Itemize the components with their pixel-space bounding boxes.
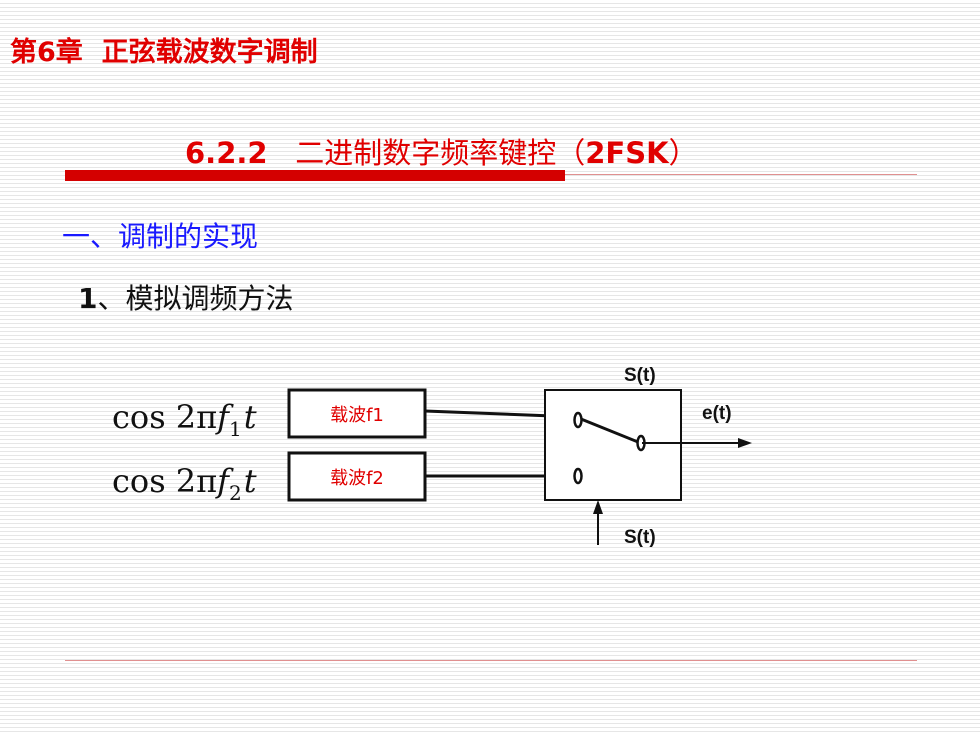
carrier-2-label: 载波f2	[330, 468, 384, 489]
heading-modulation-implementation: 一、调制的实现	[62, 220, 259, 253]
output-arrowhead	[738, 438, 752, 448]
chapter-number: 6	[37, 37, 56, 68]
control-arrowhead	[593, 500, 603, 514]
control-label-top: S(t)	[624, 365, 656, 386]
switch-contact-2	[573, 467, 583, 485]
section-abbr: 2FSK	[585, 136, 669, 170]
chapter-name: 章 正弦载波数字调制	[55, 37, 318, 68]
switch-arm	[580, 417, 639, 444]
heading2-number: 1	[78, 282, 98, 315]
carrier-1-label: 载波f1	[330, 405, 384, 426]
carrier-1-box	[287, 388, 427, 439]
chapter-title: 第6章 正弦载波数字调制	[10, 30, 318, 69]
heading-analog-fm-method: 1、模拟调频方法	[78, 277, 294, 317]
section-text: 二进制数字频率键控（	[295, 136, 586, 170]
section-title: 6.2.2 二进制数字频率键控（2FSK）	[185, 130, 698, 172]
title-underline-line	[565, 174, 917, 175]
switch-box	[544, 389, 682, 501]
formula-carrier-1: cos 2πf1t	[112, 398, 257, 441]
chapter-prefix: 第	[10, 37, 37, 68]
section-number: 6.2.2	[185, 136, 268, 170]
switch-contact-1	[573, 411, 583, 429]
heading2-text: 、模拟调频方法	[97, 282, 294, 315]
section-close: ）	[668, 136, 698, 170]
title-underline-bar	[65, 170, 565, 181]
output-label: e(t)	[702, 403, 732, 424]
control-label-bottom: S(t)	[624, 527, 656, 548]
formula-carrier-2: cos 2πf2t	[112, 462, 257, 505]
footer-line	[65, 660, 917, 661]
